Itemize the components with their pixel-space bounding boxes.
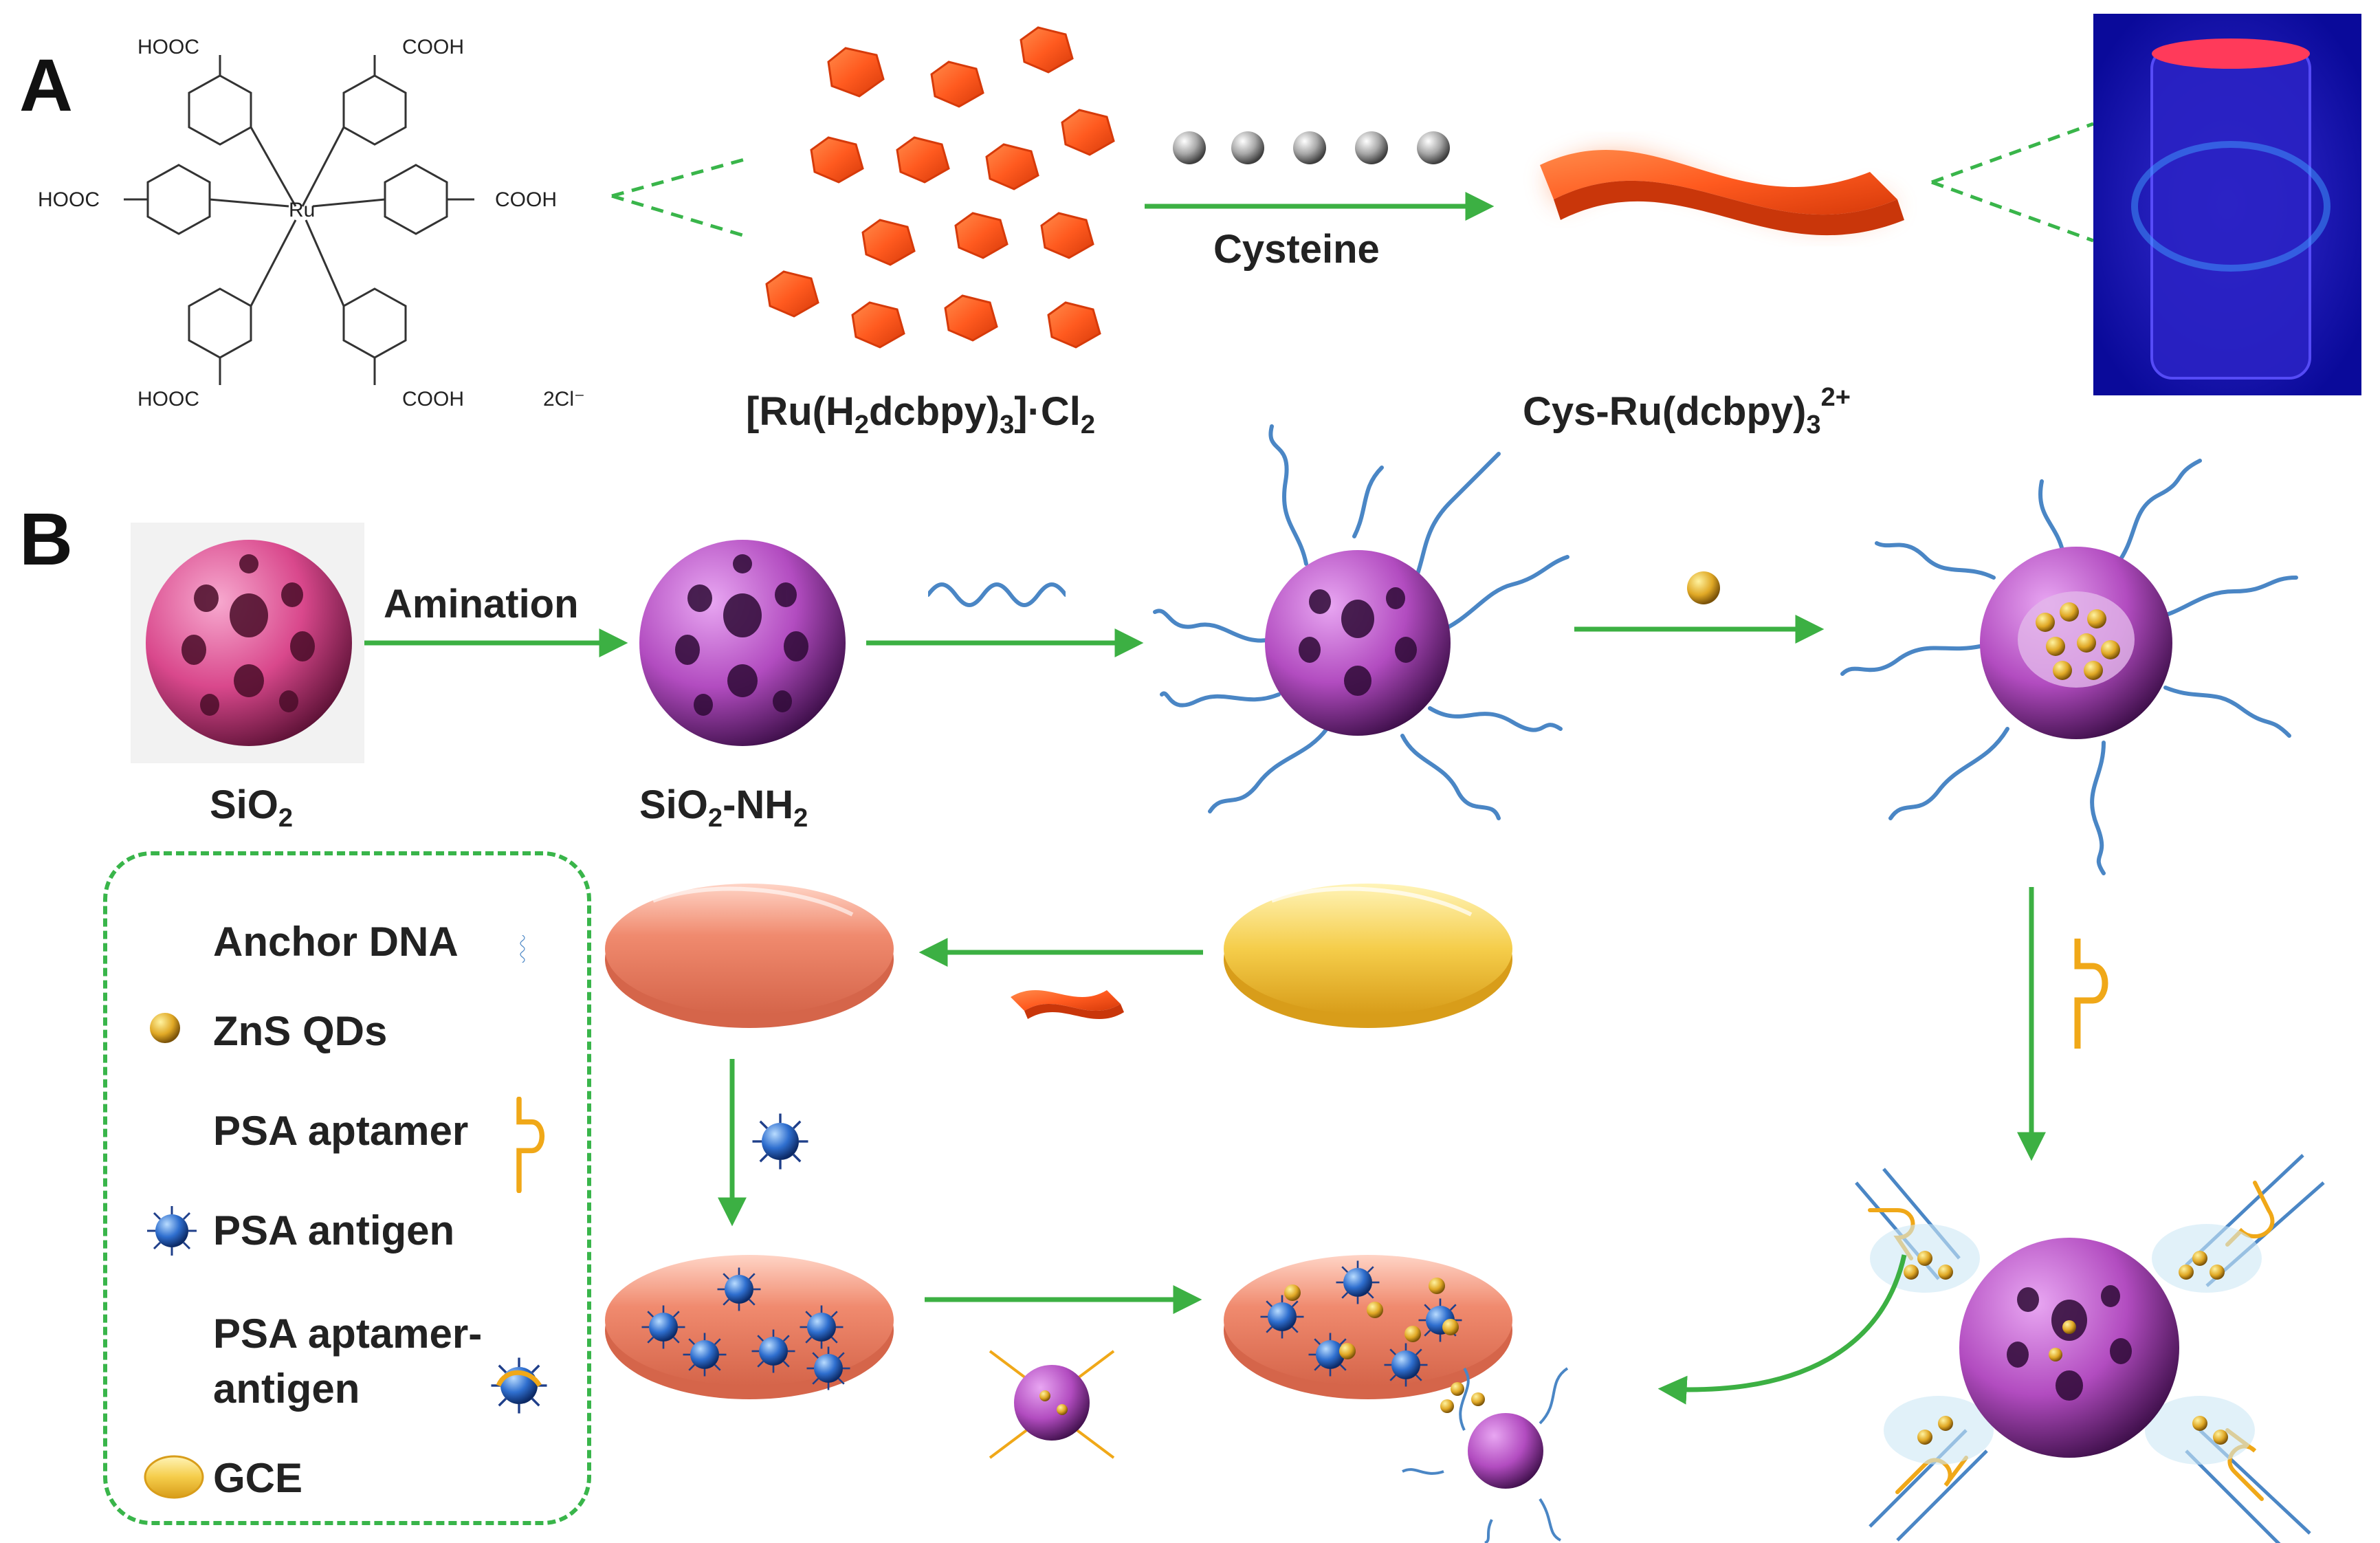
sio2-nh2-sphere (639, 540, 846, 746)
ru-crystals (765, 26, 1115, 349)
coated-electrode (605, 884, 894, 1028)
aptamer-sphere (1855, 1154, 2325, 1543)
chem-group-4: COOH (495, 188, 557, 211)
chem-counterion: 2Cl⁻ (543, 388, 585, 411)
sio2-sphere (146, 540, 352, 746)
chem-group-6: COOH (402, 388, 464, 411)
product-label: Cys-Ru(dcbpy)32+ (1523, 383, 1851, 439)
psa-aptamer-antigen-icon (489, 1356, 549, 1415)
aptamer-reagent (2078, 939, 2105, 1049)
chem-group-2: COOH (402, 36, 464, 58)
chem-group-1: HOOC (137, 36, 199, 58)
cysteine-spheres (1173, 131, 1450, 164)
panel-letter-b: B (19, 497, 73, 580)
legend-psa-aptamer: PSA aptamer (213, 1108, 469, 1154)
legend-zns-qds: ZnS QDs (213, 1008, 388, 1054)
anchor-dna-reagent (928, 584, 1066, 605)
antigen-reagent (751, 1112, 810, 1171)
final-electrode (1224, 1255, 1569, 1543)
zns-qd-reagent (1687, 571, 1720, 604)
cys-ru-film (1540, 150, 1904, 236)
legend-box (103, 851, 591, 1525)
chem-group-3: HOOC (38, 188, 100, 211)
legend-anchor-dna: Anchor DNA (213, 919, 459, 965)
vial-photo (2093, 14, 2361, 395)
chem-group-5: HOOC (137, 388, 199, 411)
amination-label: Amination (384, 582, 579, 626)
legend-complex-line1: PSA aptamer- (213, 1311, 483, 1357)
chem-metal: Ru (289, 199, 315, 221)
zns-qd-icon (150, 1013, 180, 1043)
ru-complex-structure (124, 55, 474, 385)
qd-sphere (1840, 459, 2298, 875)
film-reagent (1011, 990, 1124, 1019)
legend-complex-line2: antigen (213, 1366, 360, 1412)
legend-gce: GCE (213, 1455, 303, 1501)
cysteine-label: Cysteine (1213, 227, 1380, 272)
sio2-nh2-label: SiO2-NH2 (639, 783, 808, 833)
panel-letter-a: A (19, 43, 73, 127)
probe-reagent (989, 1350, 1115, 1459)
legend-psa-antigen: PSA antigen (213, 1207, 455, 1254)
incubation-arrow (1657, 1254, 1907, 1405)
antigen-electrode (605, 1255, 894, 1399)
gce-electrode (1224, 884, 1512, 1028)
crystal-label: [Ru(H2dcbpy)3]·Cl2 (746, 389, 1095, 439)
sio2-label: SiO2 (210, 783, 293, 833)
dna-sphere (1153, 424, 1569, 820)
